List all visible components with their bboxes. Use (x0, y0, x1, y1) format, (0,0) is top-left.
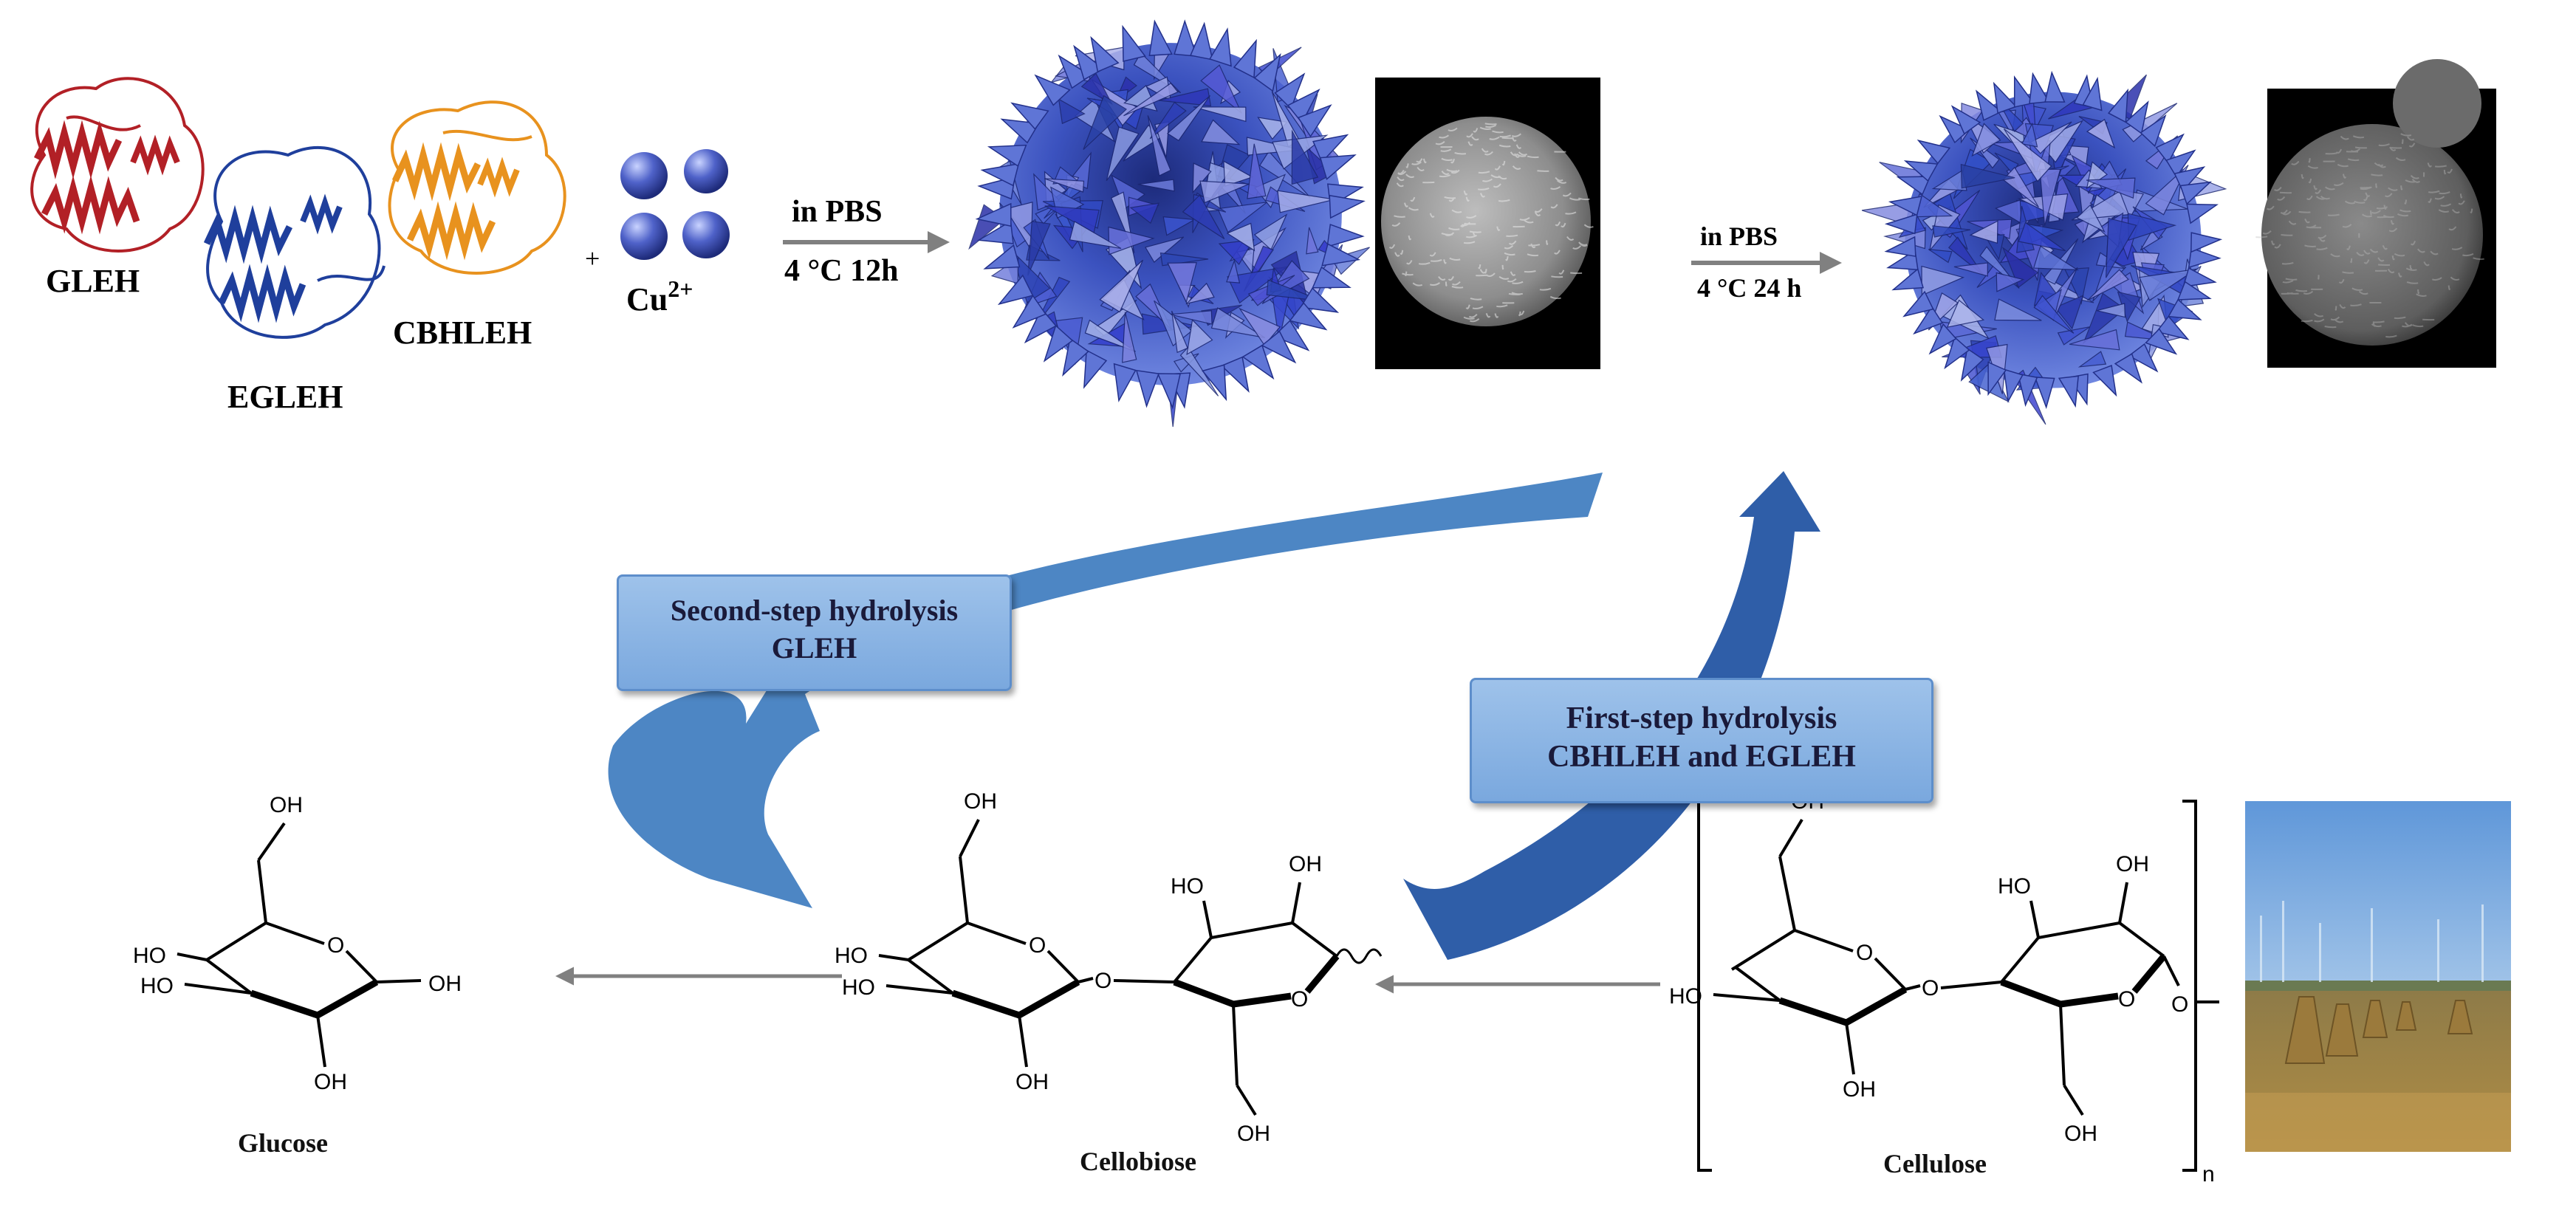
svg-text:O: O (1029, 933, 1046, 958)
plus-sign: + (585, 244, 600, 273)
svg-text:OH: OH (428, 972, 462, 996)
first-step-hydrolysis-box: First-step hydrolysis CBHLEH and EGLEH (1470, 678, 1933, 803)
svg-text:HO: HO (133, 944, 166, 968)
glucose-structure: O OH HO HO OH OH (133, 793, 462, 1094)
gleh-protein-icon (30, 77, 205, 253)
svg-text:O: O (2171, 992, 2188, 1017)
svg-text:OH: OH (270, 793, 303, 817)
sem-image-24h (2255, 59, 2496, 368)
step2-medium-label: in PBS (1700, 222, 1778, 251)
svg-text:O: O (1291, 987, 1308, 1012)
cbhleh-label: CBHLEH (393, 315, 532, 351)
cellobiose-label: Cellobiose (1080, 1147, 1196, 1176)
step2-condition-label: 4 °C 24 h (1697, 273, 1801, 303)
second-step-hydrolysis-box: Second-step hydrolysis GLEH (617, 574, 1012, 691)
first-step-enzyme: CBHLEH and EGLEH (1547, 740, 1856, 774)
sem-image-12h (1375, 78, 1600, 369)
cellulose-structure: nOOHHOOHOOHOOHOHO (1669, 789, 2219, 1187)
svg-text:OH: OH (964, 789, 997, 814)
glucose-label: Glucose (238, 1128, 328, 1158)
svg-text:OH: OH (2064, 1122, 2097, 1146)
svg-text:HO: HO (842, 975, 875, 1000)
svg-text:OH: OH (314, 1070, 347, 1094)
gleh-label: GLEH (46, 263, 140, 299)
egleh-label: EGLEH (227, 379, 343, 415)
step1-condition-label: 4 °C 12h (784, 254, 899, 288)
svg-text:OH: OH (1843, 1077, 1876, 1102)
svg-text:OH: OH (2116, 852, 2149, 876)
cellulose-label: Cellulose (1883, 1149, 1987, 1178)
svg-text:HO: HO (1171, 874, 1204, 899)
cbhleh-protein-icon (388, 100, 566, 275)
svg-text:OH: OH (1289, 852, 1322, 876)
step1-medium-label: in PBS (792, 195, 883, 229)
svg-text:HO: HO (1998, 874, 2031, 899)
copper-ion-label: Cu2+ (626, 275, 693, 317)
svg-text:OH: OH (1237, 1122, 1270, 1146)
svg-text:HO: HO (1669, 984, 1702, 1009)
svg-text:n: n (2202, 1162, 2215, 1187)
svg-text:HO: HO (835, 944, 868, 968)
svg-text:O: O (1922, 976, 1939, 1000)
svg-text:O: O (1095, 969, 1111, 993)
first-step-title: First-step hydrolysis (1566, 701, 1837, 735)
nanoflower-24h-illustration (1861, 70, 2227, 425)
copper-ion-icon (620, 149, 730, 260)
svg-text:O: O (2118, 987, 2135, 1012)
second-step-title: Second-step hydrolysis (670, 594, 959, 627)
second-step-enzyme: GLEH (771, 631, 857, 665)
nanoflower-12h-illustration (968, 19, 1370, 428)
egleh-protein-icon (203, 146, 386, 339)
svg-text:O: O (1856, 941, 1873, 965)
straw-field-photo (2245, 801, 2511, 1152)
svg-text:O: O (327, 933, 344, 958)
svg-text:OH: OH (1015, 1070, 1049, 1094)
svg-text:HO: HO (140, 974, 174, 998)
